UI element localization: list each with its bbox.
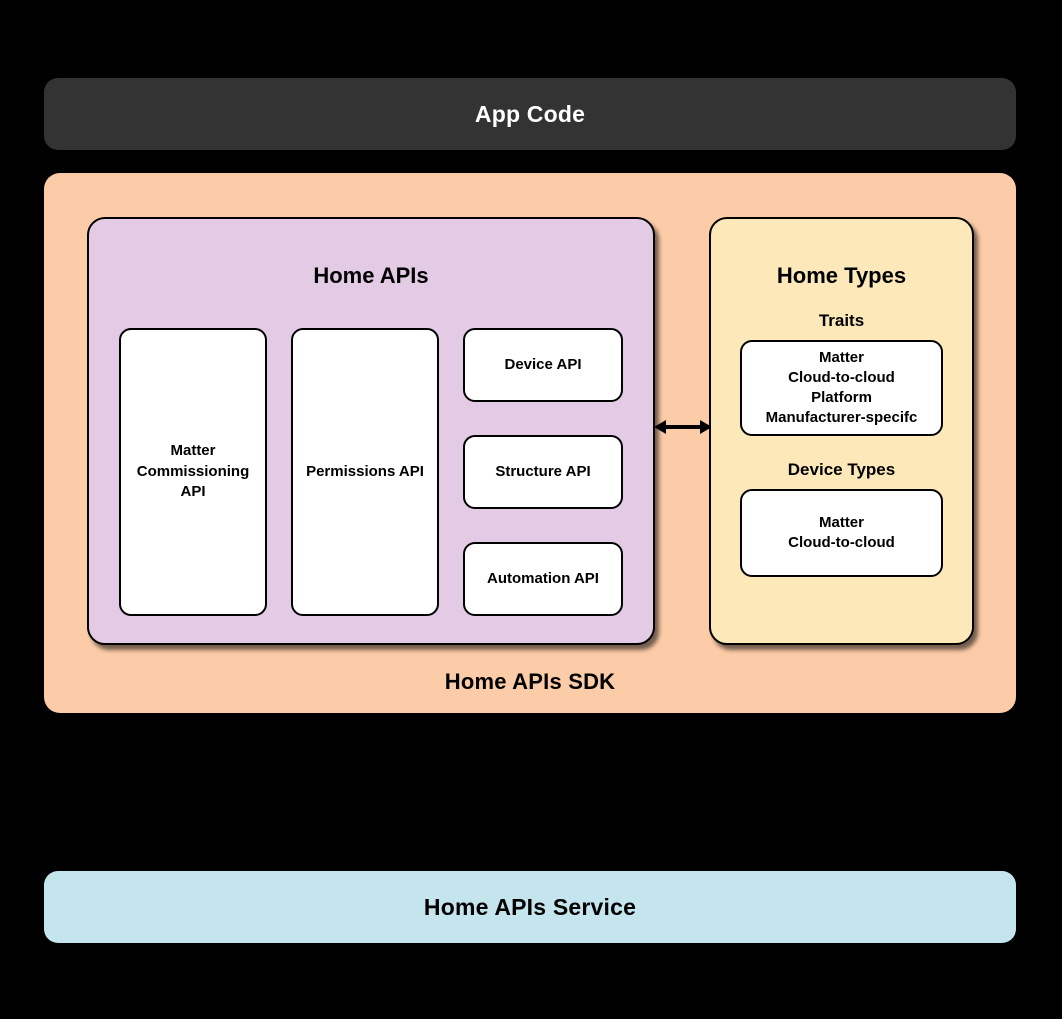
device-types-list-box[interactable]: Matter Cloud-to-cloud xyxy=(740,489,943,577)
traits-section: Traits Matter Cloud-to-cloud Platform Ma… xyxy=(711,311,972,436)
home-apis-sdk-container: Home APIs Matter Commissioning API Permi… xyxy=(44,173,1016,713)
traits-list-box[interactable]: Matter Cloud-to-cloud Platform Manufactu… xyxy=(740,340,943,436)
home-apis-service-layer: Home APIs Service xyxy=(44,871,1016,943)
home-apis-title: Home APIs xyxy=(313,263,429,288)
device-types-heading: Device Types xyxy=(787,460,896,479)
home-types-title: Home Types xyxy=(776,263,907,288)
home-apis-sdk-label: Home APIs SDK xyxy=(444,669,616,694)
api-stack-column: Device API Structure API Automation API xyxy=(463,328,623,616)
home-apis-service-label: Home APIs Service xyxy=(423,893,637,920)
home-apis-panel: Home APIs Matter Commissioning API Permi… xyxy=(87,217,655,645)
app-code-layer: App Code xyxy=(44,78,1016,150)
home-apis-box-grid: Matter Commissioning API Permissions API… xyxy=(89,328,653,620)
device-types-section: Device Types Matter Cloud-to-cloud xyxy=(711,460,972,577)
app-code-label: App Code xyxy=(474,100,586,127)
traits-heading: Traits xyxy=(818,311,865,330)
automation-api-box[interactable]: Automation API xyxy=(463,542,623,616)
structure-api-box[interactable]: Structure API xyxy=(463,435,623,509)
home-types-panel: Home Types Traits Matter Cloud-to-cloud … xyxy=(709,217,974,645)
permissions-api-box[interactable]: Permissions API xyxy=(291,328,439,616)
device-api-box[interactable]: Device API xyxy=(463,328,623,402)
bidirectional-arrow-icon xyxy=(654,420,712,434)
matter-commissioning-api-box[interactable]: Matter Commissioning API xyxy=(119,328,267,616)
